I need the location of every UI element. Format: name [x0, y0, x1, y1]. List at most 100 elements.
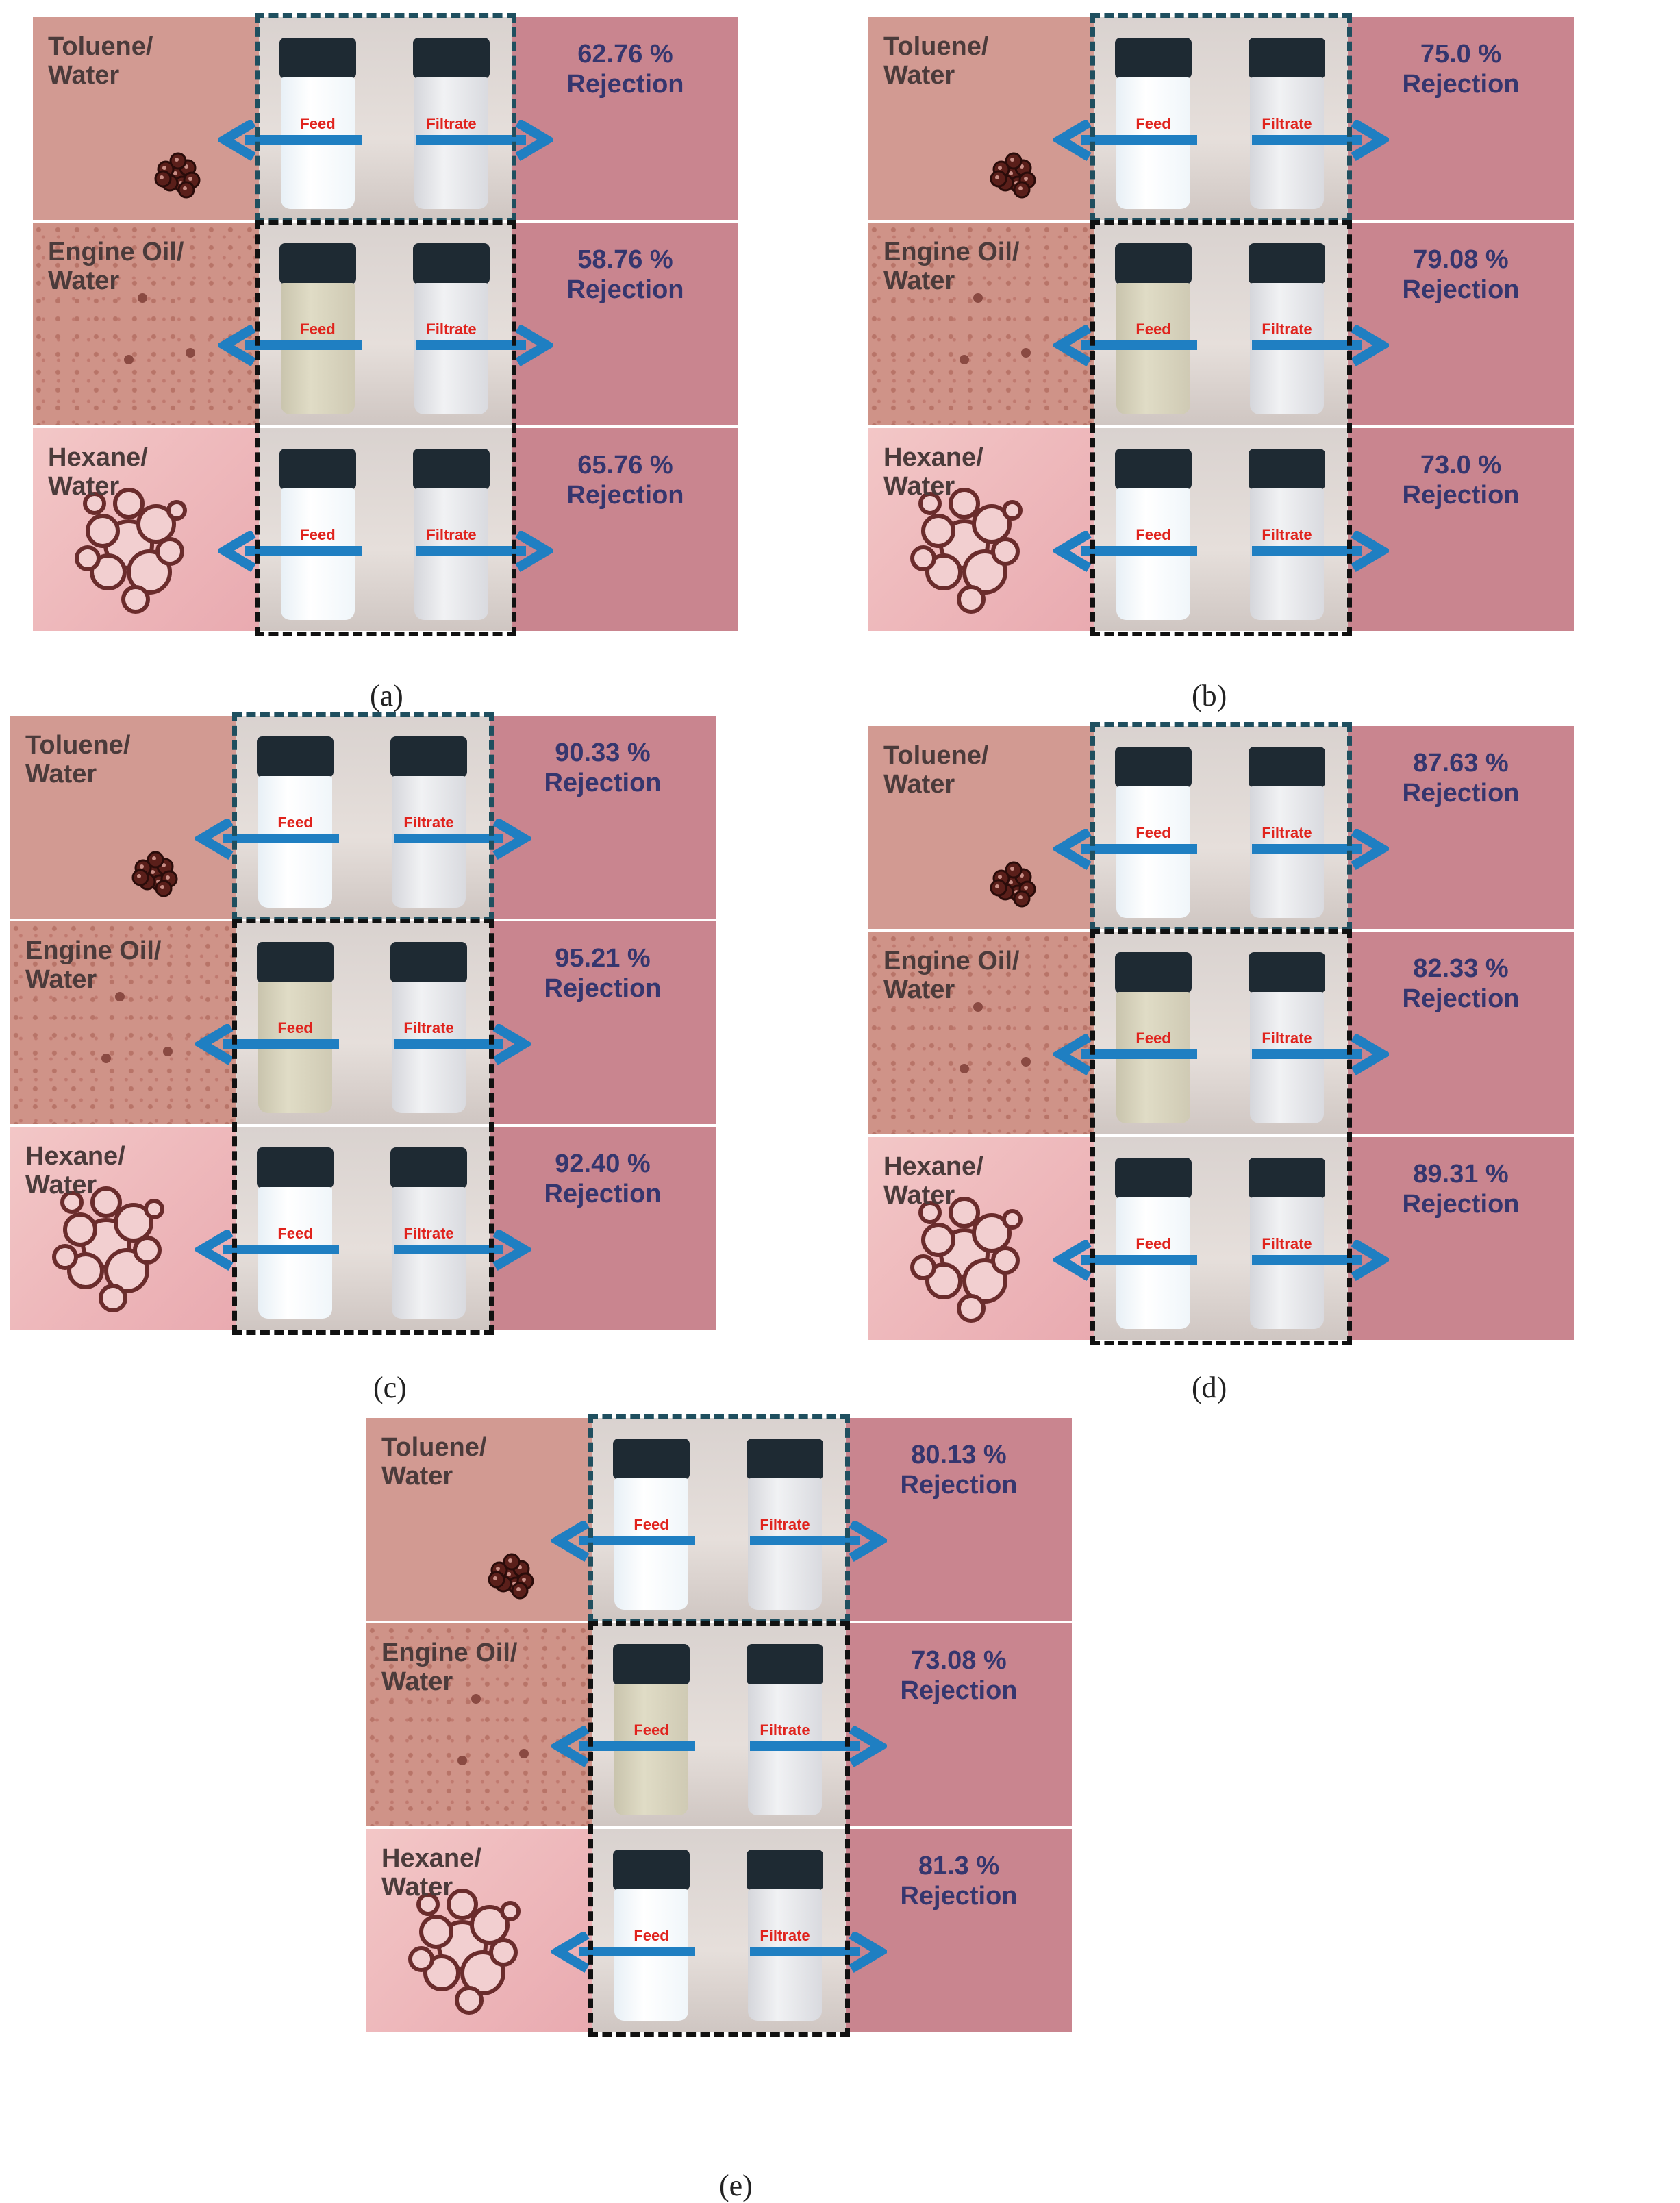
- vial-cap: [747, 1644, 823, 1685]
- rejection-cell: 82.33 %Rejection: [1348, 932, 1574, 1134]
- left-arrow: [218, 325, 362, 366]
- micrograph-tol: Toluene/ Water: [868, 17, 1094, 220]
- rejection-text: 82.33 %Rejection: [1348, 954, 1574, 1014]
- vial-photo: Feed Filtrate: [1094, 1137, 1348, 1340]
- filtrate-label: Filtrate: [1262, 525, 1312, 543]
- vial-cap: [413, 243, 490, 284]
- vial-cap: [747, 1439, 823, 1480]
- droplet-cluster: [990, 861, 1036, 908]
- micrograph-oil: Engine Oil/ Water: [868, 932, 1094, 1134]
- vial-cap: [1249, 747, 1325, 788]
- vial-photo: Feed Filtrate: [236, 921, 490, 1124]
- rejection-cell: 87.63 %Rejection: [1348, 726, 1574, 929]
- rejection-text: 87.63 %Rejection: [1348, 748, 1574, 808]
- rejection-cell: 90.33 %Rejection: [490, 716, 716, 919]
- rejection-value: 82.33 %: [1413, 954, 1509, 983]
- vial-cap: [613, 1644, 690, 1685]
- left-arrow: [218, 120, 362, 161]
- filtrate-label: Filtrate: [1262, 1029, 1312, 1047]
- vial-cap: [279, 38, 356, 79]
- feed-label: Feed: [634, 1926, 669, 1944]
- rejection-word: Rejection: [566, 481, 684, 510]
- rejection-word: Rejection: [1402, 779, 1520, 808]
- droplet-cluster: [960, 1002, 1031, 1073]
- panel-caption: (a): [370, 679, 403, 712]
- right-arrow: [750, 1726, 887, 1767]
- panel-caption: (e): [719, 2169, 753, 2202]
- droplet-cluster: [154, 152, 201, 199]
- droplet-cluster-large: [910, 1197, 1023, 1323]
- rejection-text: 81.3 %Rejection: [846, 1851, 1072, 1911]
- feed-label: Feed: [300, 114, 336, 132]
- vial-cap: [279, 243, 356, 284]
- rejection-word: Rejection: [900, 1676, 1018, 1705]
- vial-cap: [1115, 1158, 1192, 1199]
- left-arrow: [1053, 531, 1197, 572]
- rejection-cell: 79.08 %Rejection: [1348, 223, 1574, 425]
- right-arrow: [1252, 1034, 1389, 1075]
- left-arrow: [195, 1024, 339, 1065]
- left-arrow: [1053, 1034, 1197, 1075]
- micrograph-tol: Toluene/ Water: [10, 716, 236, 919]
- rejection-word: Rejection: [1402, 275, 1520, 304]
- droplet-cluster: [457, 1694, 529, 1765]
- emulsion-label: Hexane/ Water: [883, 443, 983, 501]
- feed-label: Feed: [634, 1721, 669, 1739]
- panel-caption: (b): [1192, 679, 1227, 712]
- rejection-text: 65.76 %Rejection: [512, 450, 738, 510]
- right-arrow: [416, 325, 553, 366]
- vial-cap: [613, 1850, 690, 1891]
- rejection-text: 62.76 %Rejection: [512, 39, 738, 99]
- rejection-value: 92.40 %: [555, 1149, 651, 1178]
- rejection-value: 62.76 %: [577, 40, 673, 69]
- micrograph-tol: Toluene/ Water: [33, 17, 259, 220]
- right-arrow: [394, 819, 531, 860]
- micrograph-tol: Toluene/ Water: [366, 1418, 592, 1621]
- emulsion-label: Engine Oil/ Water: [381, 1639, 518, 1696]
- feed-label: Feed: [1136, 823, 1171, 841]
- rejection-cell: 73.0 %Rejection: [1348, 428, 1574, 631]
- vial-cap: [257, 736, 334, 777]
- feed-label: Feed: [634, 1515, 669, 1533]
- feed-label: Feed: [1136, 320, 1171, 338]
- filtrate-label: Filtrate: [760, 1926, 810, 1944]
- rejection-value: 89.31 %: [1413, 1160, 1509, 1188]
- filtrate-label: Filtrate: [403, 1019, 454, 1036]
- left-arrow: [551, 1521, 695, 1562]
- vial-cap: [747, 1850, 823, 1891]
- droplet-cluster: [960, 293, 1031, 364]
- right-arrow: [416, 531, 553, 572]
- vial-cap: [1115, 38, 1192, 79]
- rejection-text: 90.33 %Rejection: [490, 738, 716, 798]
- vial-photo: Feed Filtrate: [592, 1829, 846, 2032]
- rejection-value: 87.63 %: [1413, 749, 1509, 777]
- rejection-word: Rejection: [1402, 984, 1520, 1013]
- micrograph-oil: Engine Oil/ Water: [10, 921, 236, 1124]
- rejection-word: Rejection: [566, 275, 684, 304]
- micrograph-oil: Engine Oil/ Water: [868, 223, 1094, 425]
- right-arrow: [1252, 120, 1389, 161]
- droplet-cluster: [488, 1553, 534, 1600]
- droplet-cluster: [990, 152, 1036, 199]
- rejection-value: 90.33 %: [555, 738, 651, 767]
- rejection-value: 79.08 %: [1413, 245, 1509, 274]
- vial-cap: [1249, 38, 1325, 79]
- filtrate-label: Filtrate: [760, 1515, 810, 1533]
- micrograph-oil: Engine Oil/ Water: [33, 223, 259, 425]
- right-arrow: [394, 1230, 531, 1271]
- droplet-cluster: [124, 293, 195, 364]
- filtrate-label: Filtrate: [426, 114, 477, 132]
- rejection-value: 73.0 %: [1420, 451, 1502, 480]
- feed-label: Feed: [1136, 1234, 1171, 1252]
- micrograph-hex: Hexane/ Water: [366, 1829, 592, 2032]
- filtrate-label: Filtrate: [1262, 114, 1312, 132]
- filtrate-label: Filtrate: [1262, 1234, 1312, 1252]
- feed-label: Feed: [277, 1019, 313, 1036]
- rejection-text: 58.76 %Rejection: [512, 245, 738, 305]
- filtrate-label: Filtrate: [1262, 823, 1312, 841]
- right-arrow: [1252, 531, 1389, 572]
